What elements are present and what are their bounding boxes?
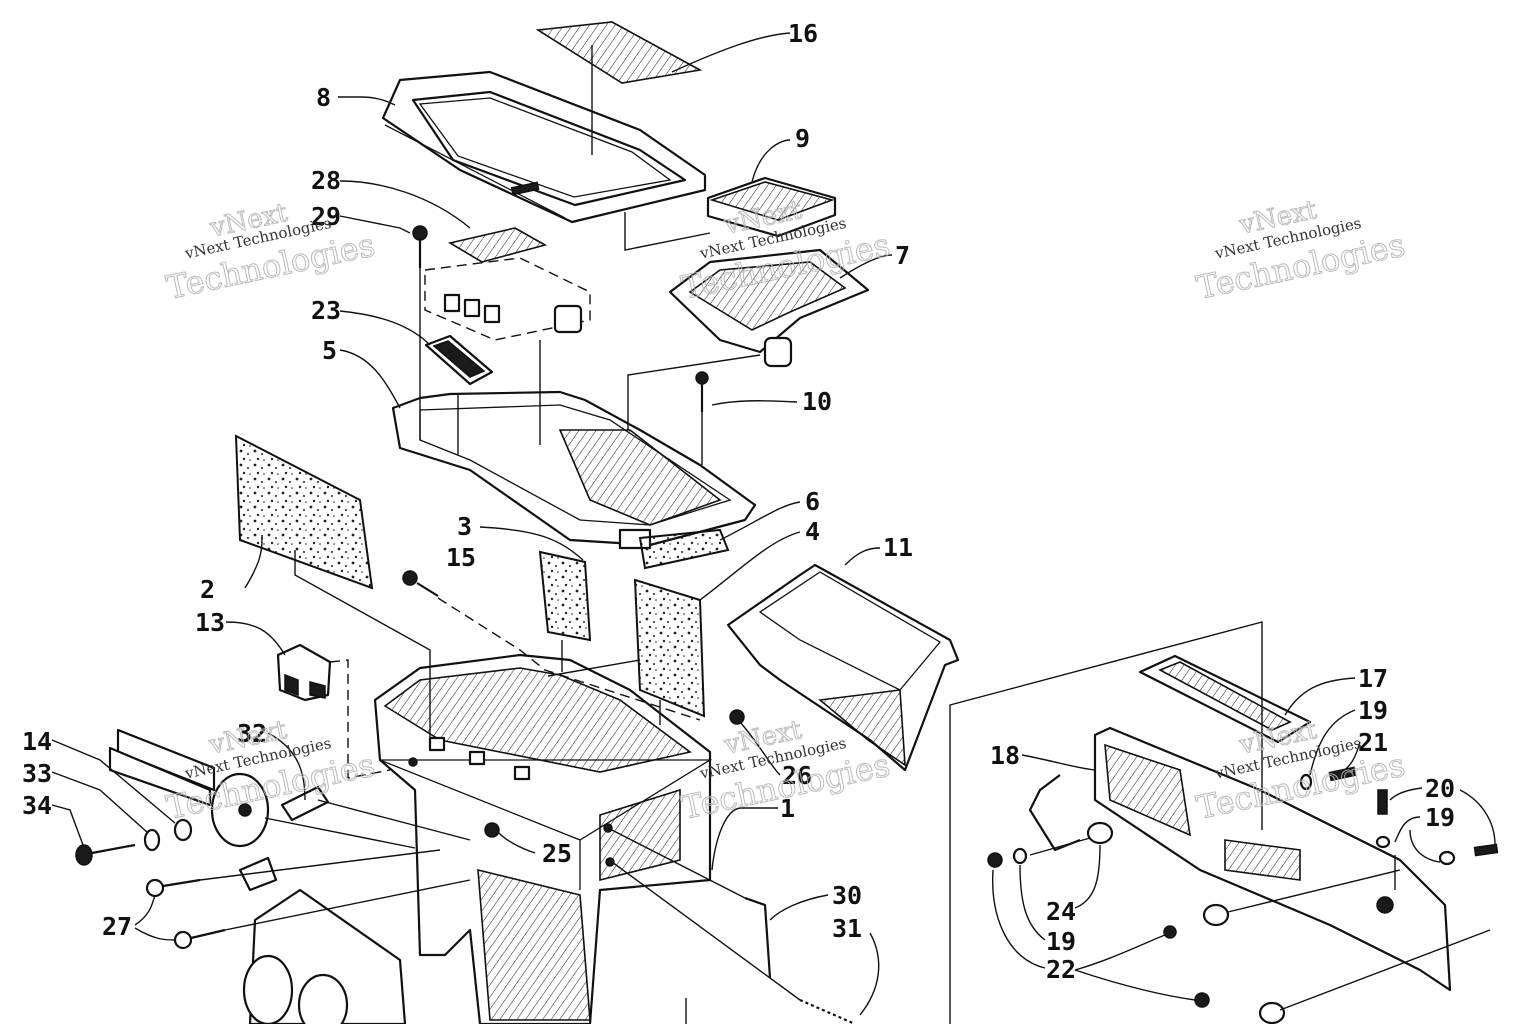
callout-9: 9: [795, 124, 810, 153]
part-28-decal: [447, 227, 548, 263]
part-17-gasket: [1138, 654, 1312, 744]
part-8-lid: [381, 70, 707, 224]
part-module-box: [424, 257, 591, 341]
callout-8: 8: [316, 83, 331, 112]
part-14-washer: [173, 818, 193, 842]
callout-29: 29: [311, 202, 341, 231]
part-7-tray: [668, 248, 870, 368]
callout-4: 4: [805, 517, 820, 546]
part-15-bolt: [402, 570, 439, 597]
part-31-spring: [799, 998, 856, 1024]
callout-16: 16: [788, 19, 818, 48]
callout-11: 11: [883, 533, 913, 562]
part-20-bolt: [1377, 789, 1499, 857]
part-13-clip: [276, 643, 332, 702]
callout-30: 30: [832, 881, 862, 910]
part-23-grommet: [424, 334, 494, 386]
part-24-grommet: [1086, 821, 1286, 1024]
part-4-foam-panel: [633, 578, 706, 718]
part-outlet-housing: [242, 888, 407, 1024]
callout-24: 24: [1046, 897, 1076, 926]
callout-33: 33: [22, 759, 52, 788]
part-1-airbox-body: [373, 653, 713, 1024]
callout-19-top: 19: [1358, 696, 1388, 725]
callout-6: 6: [805, 487, 820, 516]
watermark-3: vNext vNext Technologies Technologies: [1193, 194, 1409, 307]
callout-3: 3: [457, 512, 472, 541]
part-21-bolt: [1328, 766, 1357, 782]
part-19-washer: [1012, 773, 1456, 866]
part-5-base-plate: [391, 390, 757, 550]
callout-31: 31: [832, 914, 862, 943]
part-29-screw: [412, 225, 428, 268]
callout-10: 10: [802, 387, 832, 416]
part-fan-assembly: [108, 728, 270, 848]
callout-17: 17: [1358, 664, 1388, 693]
callout-28: 28: [311, 166, 341, 195]
part-2-foam-filter: [234, 434, 374, 590]
leader-lines: [51, 32, 1496, 1024]
callout-14: 14: [22, 727, 52, 756]
part-18-duct: [1028, 726, 1452, 992]
callout-32: 32: [237, 719, 267, 748]
callout-19-right: 19: [1425, 803, 1455, 832]
callout-25: 25: [542, 839, 572, 868]
part-11-intake-duct: [726, 563, 960, 772]
part-3-foam-block: [538, 550, 592, 642]
part-16-cover-label: [535, 21, 703, 84]
part-26-bolt: [729, 709, 745, 725]
watermark-1: vNext vNext Technologies Technologies: [163, 197, 379, 307]
part-33-spacer: [143, 828, 161, 852]
callout-26: 26: [782, 761, 812, 790]
part-6-foam-strip: [638, 528, 730, 570]
callout-21: 21: [1358, 728, 1388, 757]
callout-18: 18: [990, 741, 1020, 770]
part-10-screw: [695, 371, 709, 412]
part-30-rod: [744, 896, 772, 979]
callout-20: 20: [1425, 774, 1455, 803]
callout-7: 7: [895, 241, 910, 270]
callout-2: 2: [200, 575, 215, 604]
callout-27: 27: [102, 912, 132, 941]
callout-19-bottom: 19: [1046, 927, 1076, 956]
part-22-nut: [987, 852, 1210, 1008]
callout-23: 23: [311, 296, 341, 325]
callout-22: 22: [1046, 955, 1076, 984]
callout-13: 13: [195, 608, 225, 637]
callout-15: 15: [446, 543, 476, 572]
callout-labels: 16 8 9 28 29 7 23 5 10 6 3 4 15 11 2 13 …: [22, 19, 1455, 984]
callout-34: 34: [22, 791, 52, 820]
part-34-bolt: [75, 843, 136, 866]
callout-5: 5: [322, 336, 337, 365]
part-9-filter-pad: [706, 176, 837, 238]
part-25-bolt: [484, 822, 500, 838]
callout-1: 1: [780, 794, 795, 823]
